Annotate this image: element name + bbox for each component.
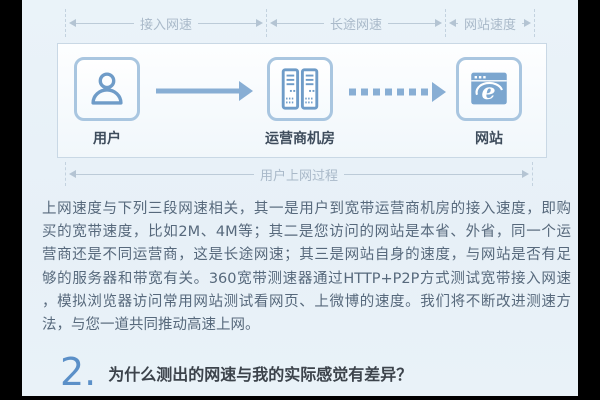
- user-process-span: 用户上网过程: [65, 162, 533, 186]
- segment-access-speed: 接入网速: [65, 9, 266, 37]
- description-line: 够的服务器和带宽有关。360宽带测速器通过HTTP+P2P方式测试宽带接入网速: [42, 270, 571, 287]
- description-line: ，模拟浏览器访问常用网站测试看网页、上微博的速度。我们将不断改进测速方: [42, 293, 571, 310]
- node-label: 运营商机房: [265, 131, 335, 147]
- node-isp-room: 运营商机房: [265, 57, 335, 148]
- node-label: 用户: [93, 131, 121, 147]
- arrow-left-icon: [69, 19, 76, 27]
- browser-icon-glyph: e: [471, 72, 507, 105]
- segment-label: 网站速度: [464, 17, 517, 33]
- segment-line: [522, 22, 525, 24]
- segment-label: 接入网速: [140, 17, 193, 33]
- node-label: 网站: [475, 131, 503, 147]
- segment-label: 长途网速: [330, 17, 383, 33]
- question-number: 2.: [60, 350, 97, 394]
- page-background: 接入网速 长途网速 网站速度: [22, 0, 578, 396]
- segment-line: [76, 22, 134, 24]
- arrow-left-icon: [270, 19, 277, 27]
- arrow-right-icon: [522, 170, 530, 178]
- server-icon: [267, 57, 333, 121]
- segment-longdistance-speed: 长途网速: [266, 9, 445, 37]
- arrow-left-icon: [69, 170, 76, 178]
- solid-arrow-icon: [156, 80, 253, 102]
- segment-line: [344, 173, 523, 175]
- svg-text:e: e: [481, 79, 495, 105]
- arrow-right-icon: [524, 19, 532, 27]
- server-icon-glyph: [281, 68, 319, 110]
- speed-segment-bar: 接入网速 长途网速 网站速度: [65, 9, 535, 37]
- segment-website-speed: 网站速度: [445, 9, 535, 37]
- user-icon: [74, 57, 140, 121]
- network-path-diagram: 用户: [57, 43, 547, 158]
- node-user: 用户: [74, 57, 140, 148]
- arrow-left-icon: [449, 19, 456, 27]
- description-line: 法，与您一道共同推动高速上网。: [42, 316, 260, 333]
- segment-line: [198, 22, 257, 24]
- dashed-arrow-icon: [349, 81, 446, 103]
- segment-line: [277, 22, 324, 24]
- description-line: 上网速度与下列三段网速相关，其一是用户到宽带运营商机房的接入速度，即购: [42, 201, 571, 217]
- segment-line: [388, 22, 436, 24]
- question-title: 为什么测出的网速与我的实际感觉有差异？: [108, 365, 413, 384]
- arrow-right-icon: [435, 19, 443, 27]
- description-text: 上网速度与下列三段网速相关，其一是用户到宽带运营商机房的接入速度，即购 买的宽带…: [42, 198, 571, 337]
- segment-line: [76, 173, 254, 175]
- description-line: 营商还是不同运营商，这是长途网速；其三是网站自身的速度，与网站是否有足: [42, 247, 571, 264]
- description-line: 买的宽带速度，比如2M、4M等；其二是您访问的网站是本省、外省，同一个运: [42, 224, 571, 241]
- user-icon-glyph: [91, 72, 123, 105]
- browser-icon: e: [456, 57, 522, 121]
- segment-line: [456, 22, 458, 24]
- node-website: e 网站: [456, 57, 522, 148]
- faq-question-2: 2. 为什么测出的网速与我的实际感觉有差异？: [60, 352, 412, 392]
- arrow-right-icon: [256, 19, 264, 27]
- process-label: 用户上网过程: [260, 168, 339, 184]
